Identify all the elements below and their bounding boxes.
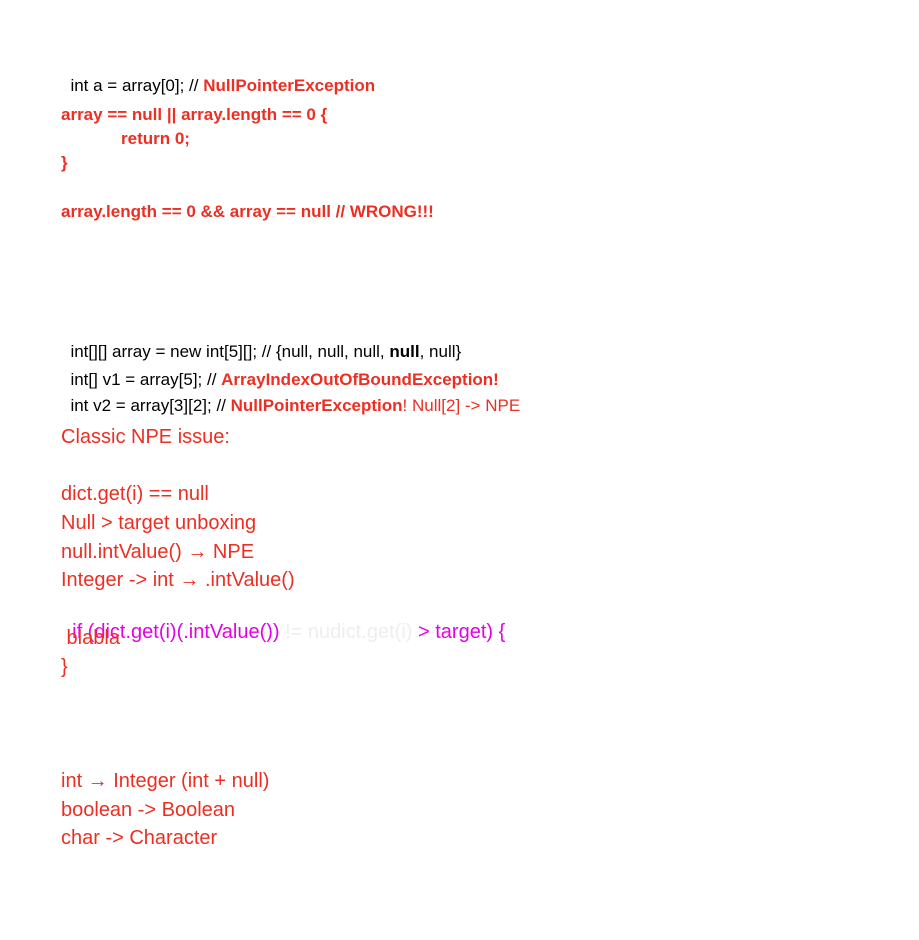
code-text: , null}	[419, 342, 462, 361]
note-line-3: null.intValue() → NPE	[61, 541, 255, 563]
note-line-1: dict.get(i) == null	[61, 483, 209, 505]
code-text: if (dict.get(i)(.intValue())	[72, 621, 286, 643]
code-text: int v2 = array[3][2]; //	[70, 396, 231, 415]
exception-text: ArrayIndexOutOfBoundException!	[221, 370, 499, 389]
faded-text: != nudict.get(i)	[285, 621, 413, 643]
note-line-6: blabla	[61, 627, 120, 649]
note-line-5: if (dict.get(i)(.intValue()) != nudict.g…	[61, 598, 505, 644]
section-title: Classic NPE issue:	[61, 426, 230, 448]
type-line-3: char -> Character	[61, 827, 218, 849]
code-line-5: array.length == 0 && array == null // WR…	[61, 202, 434, 221]
code-text: int[][] array = new int[5][]; // {null, …	[70, 342, 390, 361]
code-text: > target) {	[412, 621, 506, 643]
code-line-7: int[] v1 = array[5]; // ArrayIndexOutOfB…	[61, 350, 499, 390]
note-line-2: Null > target unboxing	[61, 512, 257, 534]
exception-text: NullPointerException	[230, 396, 403, 415]
code-line-2: array == null || array.length == 0 {	[61, 105, 328, 124]
note-line-7: }	[61, 656, 68, 678]
note-line-4: Integer -> int → .intValue()	[61, 569, 295, 591]
note-text: ! Null[2] -> NPE	[402, 396, 521, 415]
code-text: int[] v1 = array[5]; //	[70, 370, 222, 389]
code-line-4: }	[61, 153, 68, 172]
code-line-6: int[][] array = new int[5][]; // {null, …	[61, 322, 461, 362]
bold-null-text: null	[389, 342, 420, 361]
code-line-8: int v2 = array[3][2]; // NullPointerExce…	[61, 376, 520, 416]
code-line-1: int a = array[0]; // NullPointerExceptio…	[61, 56, 375, 96]
exception-text: NullPointerException	[203, 76, 376, 95]
code-text: int a = array[0]; //	[70, 76, 204, 95]
code-line-3: return 0;	[121, 129, 190, 148]
type-line-2: boolean -> Boolean	[61, 799, 236, 821]
type-line-1: int → Integer (int + null)	[61, 770, 270, 792]
